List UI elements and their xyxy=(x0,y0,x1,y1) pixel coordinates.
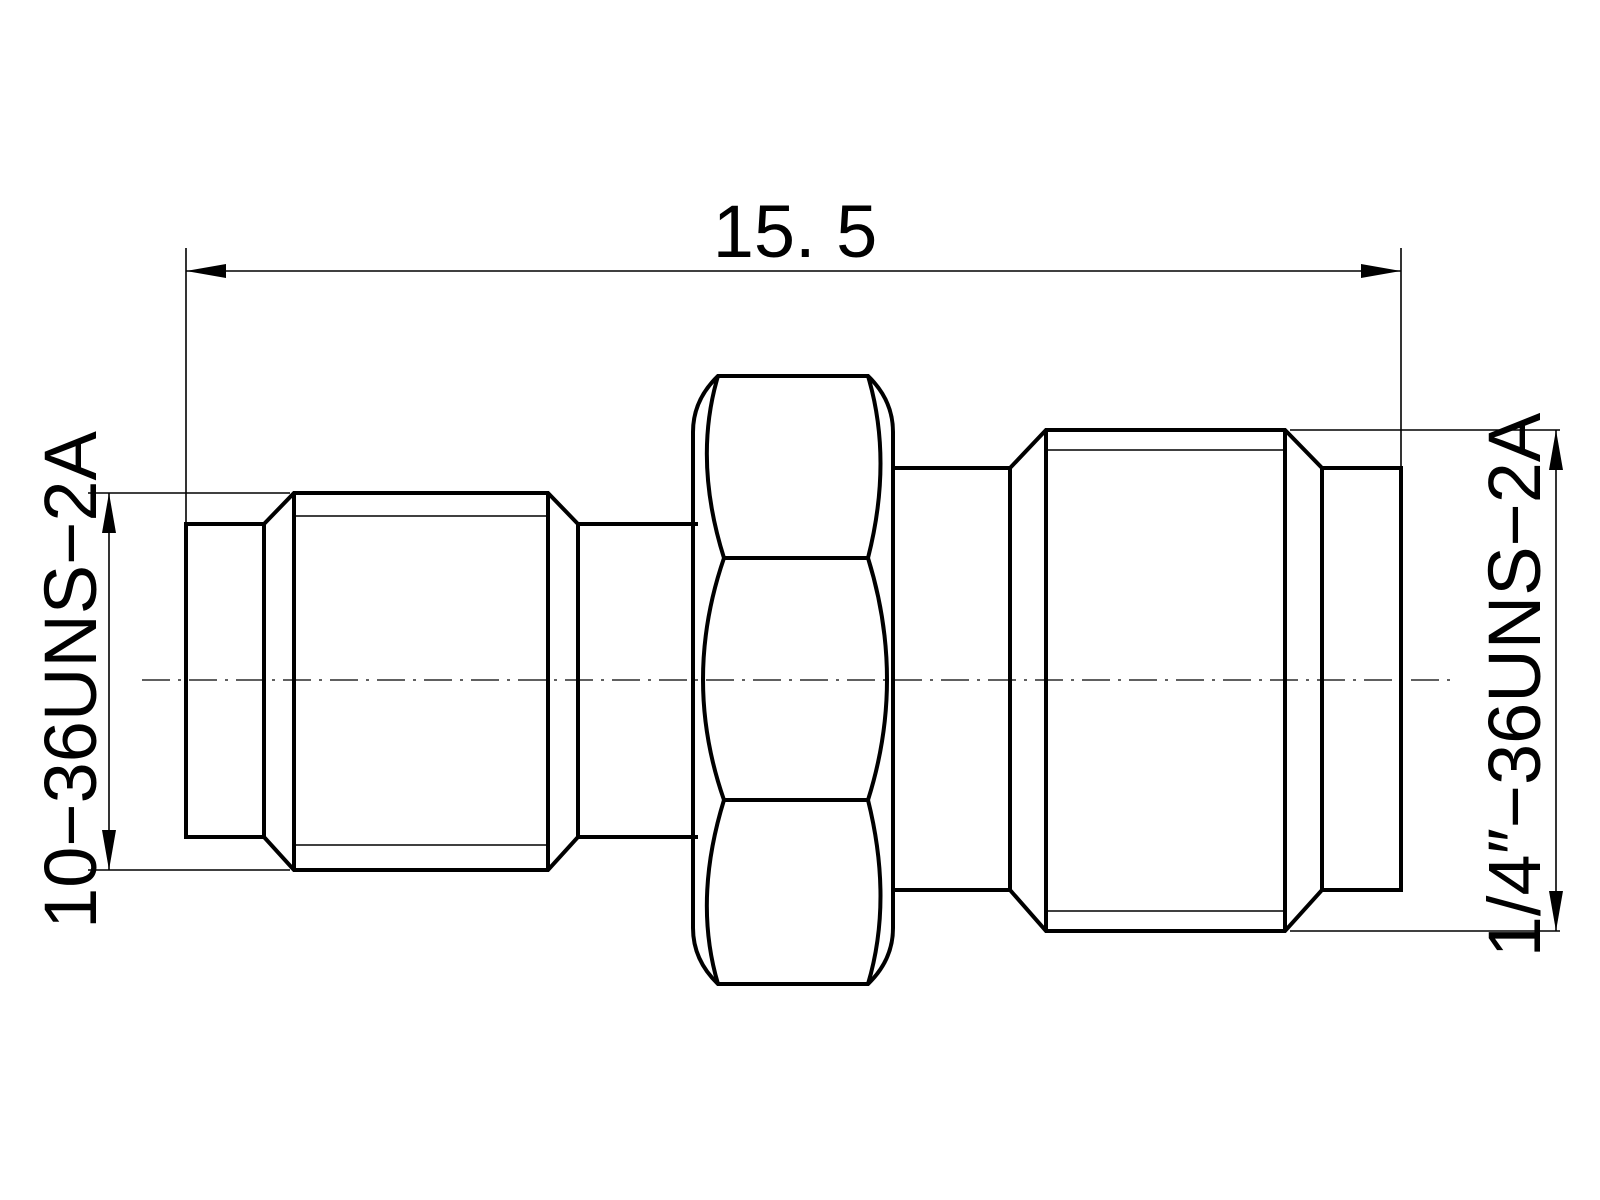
right-thread-label: 1/4″−36UNS−2A xyxy=(1473,412,1556,957)
left-thread-body xyxy=(262,491,580,872)
left-thread-arrow-top-icon xyxy=(102,493,116,533)
overall-length-label: 15. 5 xyxy=(713,190,878,273)
hex-nut-face-bottom xyxy=(704,799,883,985)
left-tip-body xyxy=(184,522,264,839)
left-thread-label: 10−36UNS−2A xyxy=(29,430,112,928)
right-thread-arrow-top-icon xyxy=(1549,430,1563,470)
hex-nut-face-middle xyxy=(701,557,889,801)
left-neck xyxy=(578,522,698,839)
left-thread-arrow-bottom-icon xyxy=(102,830,116,870)
right-plug-end xyxy=(1322,466,1403,892)
right-collar xyxy=(893,466,1010,892)
length-arrow-right-icon xyxy=(1361,264,1401,278)
hex-nut-face-top xyxy=(704,375,883,559)
right-thread-arrow-bottom-icon xyxy=(1549,891,1563,931)
length-arrow-left-icon xyxy=(186,264,226,278)
